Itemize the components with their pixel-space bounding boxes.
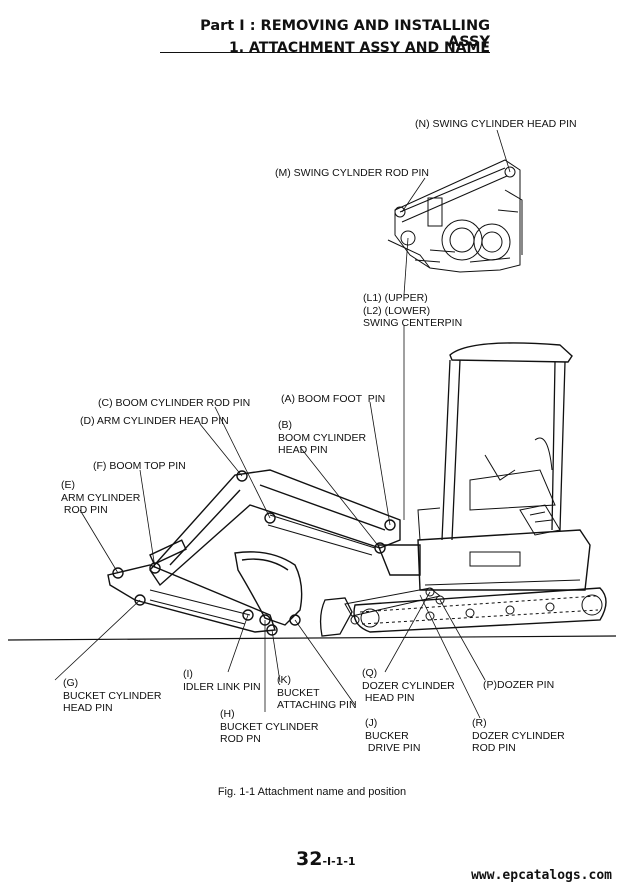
label-bucket-drive-pin: (J) BUCKER DRIVE PIN xyxy=(365,717,421,754)
swing-detail-drawing xyxy=(387,159,523,273)
upper-structure-drawing xyxy=(417,342,591,591)
figure-caption: Fig. 1-1 Attachment name and position xyxy=(217,786,407,798)
label-swing-cylinder-rod-pin: (M) SWING CYLNDER ROD PIN xyxy=(275,167,430,179)
watermark: www.epcatalogs.com xyxy=(471,868,612,883)
label-boom-cylinder-rod-pin: (C) BOOM CYLINDER ROD PIN xyxy=(98,397,251,409)
dozer-drawing xyxy=(319,587,445,637)
label-boom-cylinder-head-pin: (B) BOOM CYLINDER HEAD PIN xyxy=(278,419,367,456)
label-swing-cylinder-head-pin: (N) SWING CYLINDER HEAD PIN xyxy=(415,118,577,130)
label-dozer-cylinder-rod-pin: (R) DOZER CYLINDER ROD PIN xyxy=(472,717,565,754)
arm-drawing xyxy=(107,539,276,633)
label-arm-cylinder-head-pin: (D) ARM CYLINDER HEAD PIN xyxy=(80,415,229,427)
page-number-main: 32 xyxy=(296,848,323,870)
leader-lines xyxy=(54,129,511,719)
page-number-sub: -I-1-1 xyxy=(322,855,356,868)
label-boom-top-pin: (F) BOOM TOP PIN xyxy=(93,460,186,472)
label-bucket-cylinder-head-pin: (G) BUCKET CYLINDER HEAD PIN xyxy=(63,677,162,714)
label-dozer-pin: (P)DOZER PIN xyxy=(483,679,555,691)
label-arm-cylinder-rod-pin: (E) ARM CYLINDER ROD PIN xyxy=(61,479,141,516)
label-bucket-attaching-pin: (K) BUCKET ATTACHING PIN xyxy=(277,674,357,711)
label-boom-foot-pin: (A) BOOM FOOT PIN xyxy=(281,393,386,405)
track-drawing xyxy=(353,587,607,633)
section-title: 1. ATTACHMENT ASSY AND NAME xyxy=(229,40,490,56)
boom-drawing xyxy=(149,469,421,587)
label-idler-link-pin: (I) IDLER LINK PIN xyxy=(183,668,261,693)
ground-line xyxy=(7,635,617,641)
page-number: 32-I-1-1 xyxy=(296,848,356,870)
label-dozer-cylinder-head-pin: (Q) DOZER CYLINDER HEAD PIN xyxy=(362,667,455,704)
label-swing-center-pin: (L1) (UPPER) (L2) (LOWER) SWING CENTERPI… xyxy=(363,292,463,329)
part-title: Part I : REMOVING AND INSTALLING ASSY xyxy=(160,18,490,53)
label-bucket-cylinder-rod-pin: (H) BUCKET CYLINDER ROD PN xyxy=(220,708,319,745)
